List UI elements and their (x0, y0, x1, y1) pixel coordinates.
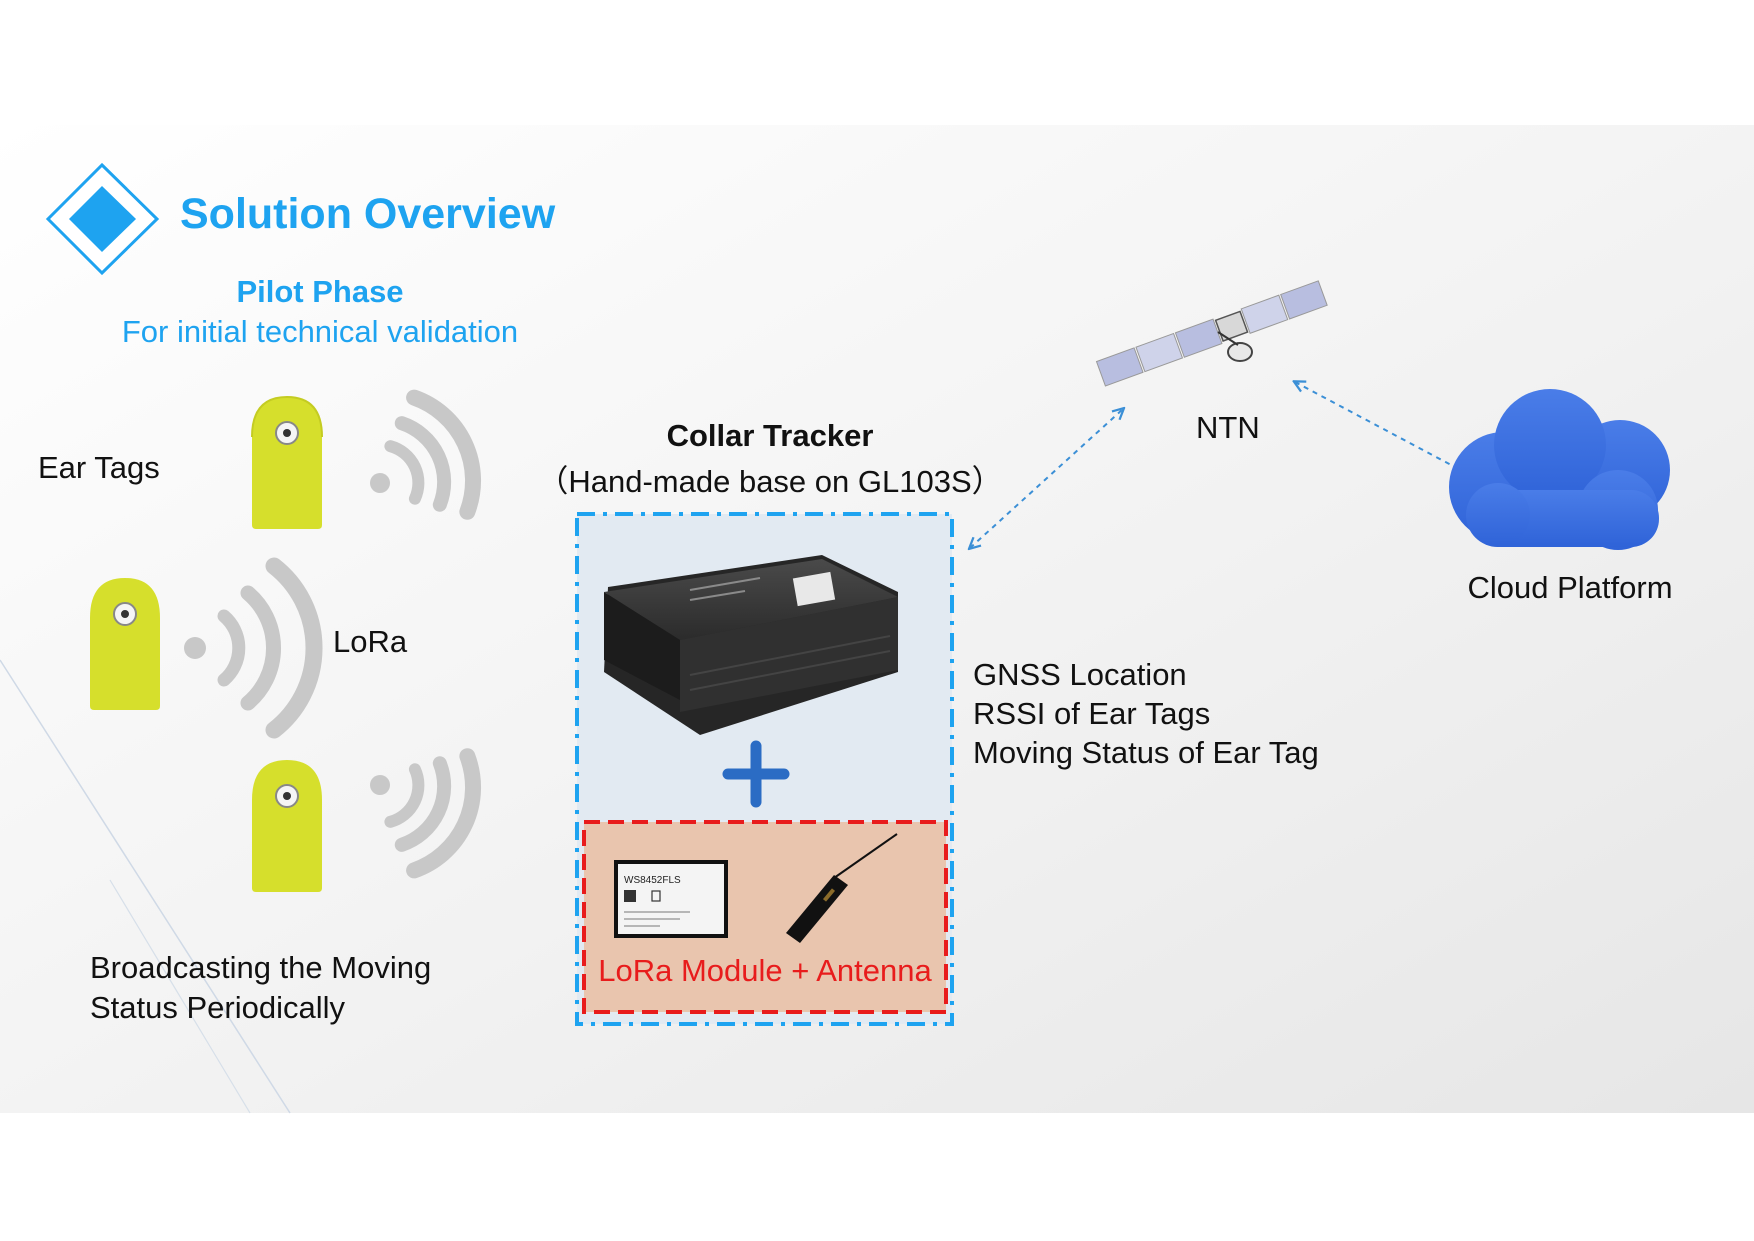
collar-tracker-subtitle: （Hand-made base on GL103S） (537, 464, 1003, 499)
arrow-ntn-cloud (1295, 382, 1470, 475)
decor-line (109, 879, 251, 1114)
chip-label: WS8452FLS (624, 875, 681, 886)
tracker-device-icon (604, 555, 898, 735)
phase-title: Pilot Phase (236, 274, 404, 309)
wireless-signal-icon (370, 389, 482, 520)
phase-subtitle: For initial technical validation (121, 314, 519, 349)
wireless-signal-icon (184, 557, 323, 739)
antenna-icon (786, 833, 898, 943)
lora-label: LoRa (333, 624, 408, 659)
cloud-platform-label: Cloud Platform (1467, 570, 1673, 605)
lora-chip-icon: WS8452FLS (614, 860, 728, 938)
diamond-logo-icon (45, 162, 160, 276)
ear-tag-icon (90, 578, 160, 710)
data-item-moving-status: Moving Status of Ear Tag (973, 735, 1319, 770)
satellite-icon (1095, 280, 1328, 387)
lora-module-label: LoRa Module + Antenna (598, 953, 932, 988)
plus-icon (722, 740, 790, 808)
arrow-tracker-ntn (970, 409, 1123, 548)
broadcast-line-1: Broadcasting the Moving (90, 950, 432, 985)
decor-line (0, 659, 291, 1114)
ear-tag-icon (251, 395, 323, 529)
data-item-rssi: RSSI of Ear Tags (973, 696, 1211, 731)
page-title: Solution Overview (180, 190, 556, 238)
ntn-label: NTN (1196, 410, 1260, 445)
ear-tag-icon (252, 760, 322, 892)
collar-tracker-title: Collar Tracker (666, 418, 874, 453)
broadcast-line-2: Status Periodically (90, 990, 346, 1025)
cloud-icon (1449, 389, 1670, 550)
wireless-signal-icon (370, 748, 482, 879)
ear-tags-label: Ear Tags (38, 450, 160, 485)
data-item-gnss: GNSS Location (973, 657, 1187, 692)
